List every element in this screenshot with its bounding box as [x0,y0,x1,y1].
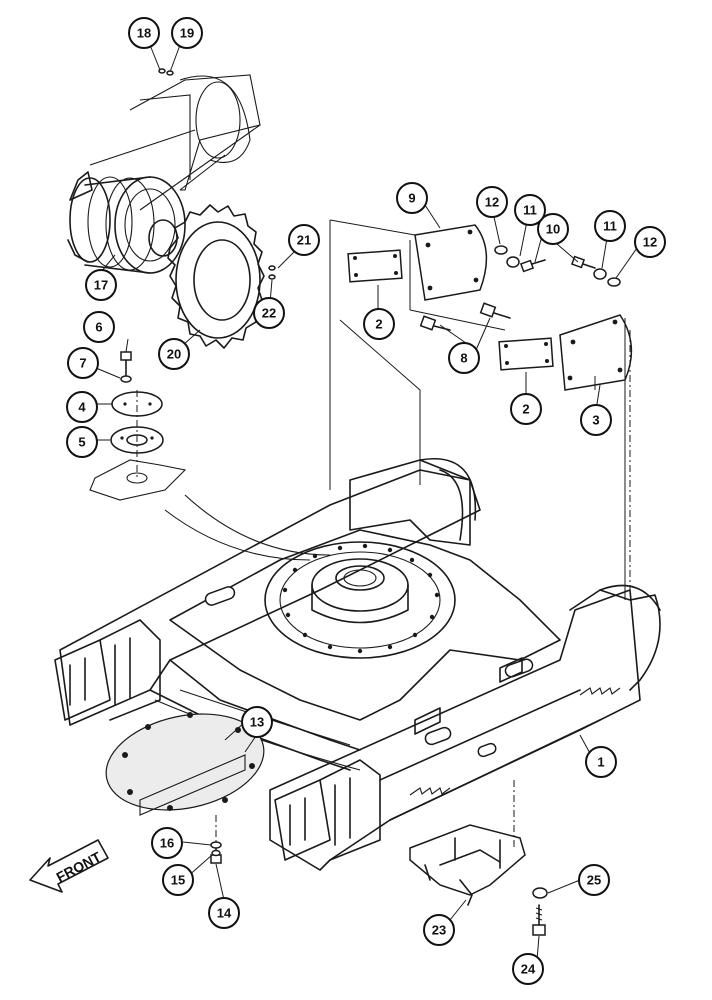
callout-21: 21 [288,224,320,256]
svg-text:17: 17 [94,278,108,293]
front-direction-arrow: FRONT [29,839,109,893]
svg-text:5: 5 [78,435,85,450]
callout-12-left: 12 [476,186,508,218]
bracket-part-23 [409,824,526,906]
callout-11-right: 11 [594,210,626,242]
callout-25: 25 [578,864,610,896]
motor-cover-outline [89,74,261,211]
callout-15: 15 [162,864,194,896]
svg-text:24: 24 [521,962,536,977]
svg-text:10: 10 [546,222,560,237]
callout-10: 10 [537,213,569,245]
motor-guide-curve-2 [184,494,331,556]
callout-8: 8 [448,342,480,374]
sprocket-part-20 [167,204,265,349]
svg-text:2: 2 [375,317,382,332]
svg-text:20: 20 [167,347,181,362]
callout-16: 16 [151,827,183,859]
svg-text:9: 9 [408,191,415,206]
callout-19: 19 [171,17,203,49]
callout-11-left: 11 [514,194,546,226]
washer-part-7 [120,375,132,383]
svg-text:14: 14 [217,906,232,921]
callout-3: 3 [580,404,612,436]
washer-part-15 [211,849,221,857]
callout-22: 22 [253,297,285,329]
callout-20: 20 [158,338,190,370]
svg-text:2: 2 [522,402,529,417]
callout-1: 1 [585,746,617,778]
bolt-part-6 [120,351,132,376]
svg-text:21: 21 [297,233,311,248]
svg-text:11: 11 [603,219,617,234]
bolts-part-8 [419,302,511,331]
svg-text:12: 12 [643,235,657,250]
callout-2-upper: 2 [363,308,395,340]
svg-text:18: 18 [137,26,151,41]
leader-lines [95,44,638,961]
callout-2-lower: 2 [510,393,542,425]
front-label: FRONT [54,848,104,885]
callout-7: 7 [67,347,99,379]
svg-text:25: 25 [587,873,601,888]
assembly-guide-lines [329,219,631,600]
bolt-part-24 [532,904,546,936]
svg-text:12: 12 [485,195,499,210]
svg-text:22: 22 [262,306,276,321]
svg-text:15: 15 [171,873,185,888]
svg-text:23: 23 [432,923,446,938]
cover-part-9 [414,224,488,301]
washer-part-25 [532,887,548,899]
svg-text:13: 13 [250,715,264,730]
fasteners-21-22 [268,265,276,280]
lower-frame-part-1 [54,458,661,871]
callout-5: 5 [66,426,98,458]
svg-text:16: 16 [160,836,174,851]
svg-text:19: 19 [180,26,194,41]
svg-text:6: 6 [95,320,102,335]
svg-text:4: 4 [78,400,86,415]
callout-14: 14 [208,897,240,929]
travel-motor-part-17 [67,171,186,274]
motor-guide-curve [164,509,311,561]
callout-13: 13 [241,706,273,738]
callout-6: 6 [83,311,115,343]
callout-23: 23 [423,914,455,946]
callout-9: 9 [396,182,428,214]
washer-part-16 [210,841,222,849]
plate-part-2-upper [347,249,403,283]
svg-text:3: 3 [592,413,599,428]
callout-18: 18 [128,17,160,49]
svg-text:11: 11 [523,203,537,218]
fasteners-18-19 [158,68,174,76]
bottom-cover-part-13 [105,712,265,816]
svg-text:7: 7 [79,356,86,371]
callout-24: 24 [512,953,544,985]
cover-part-3 [559,314,633,391]
svg-text:1: 1 [597,755,604,770]
callout-12-right: 12 [634,226,666,258]
fasteners-9-cover [494,245,621,287]
callout-4: 4 [66,391,98,423]
callout-17: 17 [85,269,117,301]
svg-text:8: 8 [460,351,467,366]
plate-part-2-lower [498,337,554,371]
gasket-plate [89,459,187,501]
